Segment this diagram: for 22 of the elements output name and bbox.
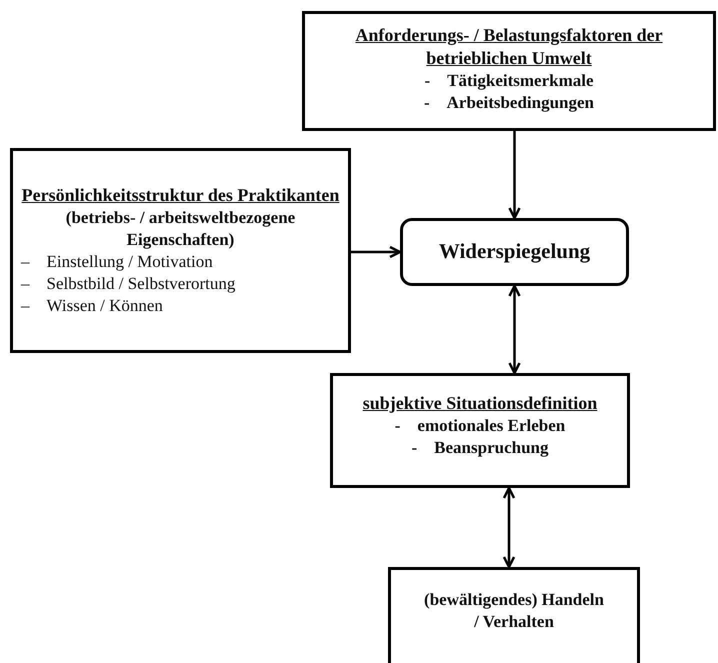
box-label: Widerspiegelung [438,238,592,266]
process-box [388,567,640,663]
list-item: - Beanspruchung [410,437,550,460]
arrow [508,131,521,220]
list-item: - Arbeitsbedingungen [422,92,596,114]
box-label: (bewältigendes) Handeln / Verhalten [423,588,605,633]
rounded-process-box [400,218,629,286]
list-item: - emotionales Erleben [394,415,566,438]
box-heading: Anforderungs- / Belastungsfaktoren der betrieblichen Umwelt [354,24,664,70]
process-box [302,11,716,131]
list-item: (betriebs- / arbeitsweltbezogene Eigenschaften) [64,206,296,252]
arrow [508,284,521,374]
process-box [10,148,351,353]
list-item: - Tätigkeitsmerkmale [423,70,595,92]
arrow [351,246,402,258]
process-box [330,373,630,488]
list-item: – Wissen / Können [21,295,164,318]
box-heading: subjektive Situationsdefinition [362,392,598,415]
box-heading: Persönlichkeitsstruktur des Praktikanten [21,184,340,207]
list-item: – Selbstbild / Selbstverortung [21,273,236,296]
list-item: – Einstellung / Motivation [21,251,214,274]
arrow [502,486,516,568]
